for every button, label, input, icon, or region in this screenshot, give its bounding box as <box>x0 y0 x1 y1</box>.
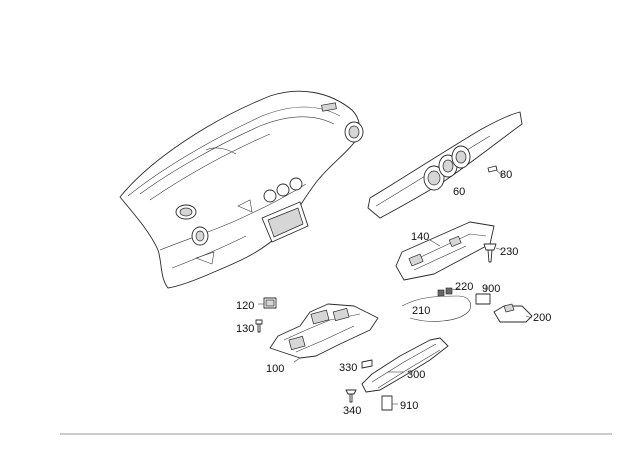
part-60-trim-panel <box>367 111 523 219</box>
part-900-connector <box>475 286 491 305</box>
part-340-screw <box>345 389 357 403</box>
callout-330: 330 <box>339 362 357 374</box>
part-200-housing <box>493 303 533 323</box>
callout-340: 340 <box>343 405 361 417</box>
part-100-lower-trim <box>269 303 379 363</box>
callout-230: 230 <box>500 246 518 258</box>
part-210-cable <box>401 295 471 322</box>
part-220-switch <box>437 287 461 297</box>
callout-300: 300 <box>407 369 425 381</box>
dashboard-panel <box>119 90 364 289</box>
callout-100: 100 <box>266 363 284 375</box>
part-120-switch-block <box>258 297 277 309</box>
callout-910: 910 <box>400 400 418 412</box>
callout-120: 120 <box>236 300 254 312</box>
part-130-screw <box>255 319 263 333</box>
callout-900: 900 <box>482 283 500 295</box>
part-80-screw <box>487 165 504 177</box>
part-140-bracket <box>395 221 495 281</box>
callout-140: 140 <box>411 231 429 243</box>
callout-60: 60 <box>453 186 465 198</box>
part-300-lower-trim <box>361 337 449 393</box>
callout-220: 220 <box>455 281 473 293</box>
part-910-module <box>381 395 398 411</box>
callout-210: 210 <box>412 305 430 317</box>
callout-80: 80 <box>500 169 512 181</box>
callout-200: 200 <box>533 312 551 324</box>
callout-130: 130 <box>236 323 254 335</box>
part-330-clip <box>361 359 373 369</box>
part-230-clip <box>483 243 503 263</box>
